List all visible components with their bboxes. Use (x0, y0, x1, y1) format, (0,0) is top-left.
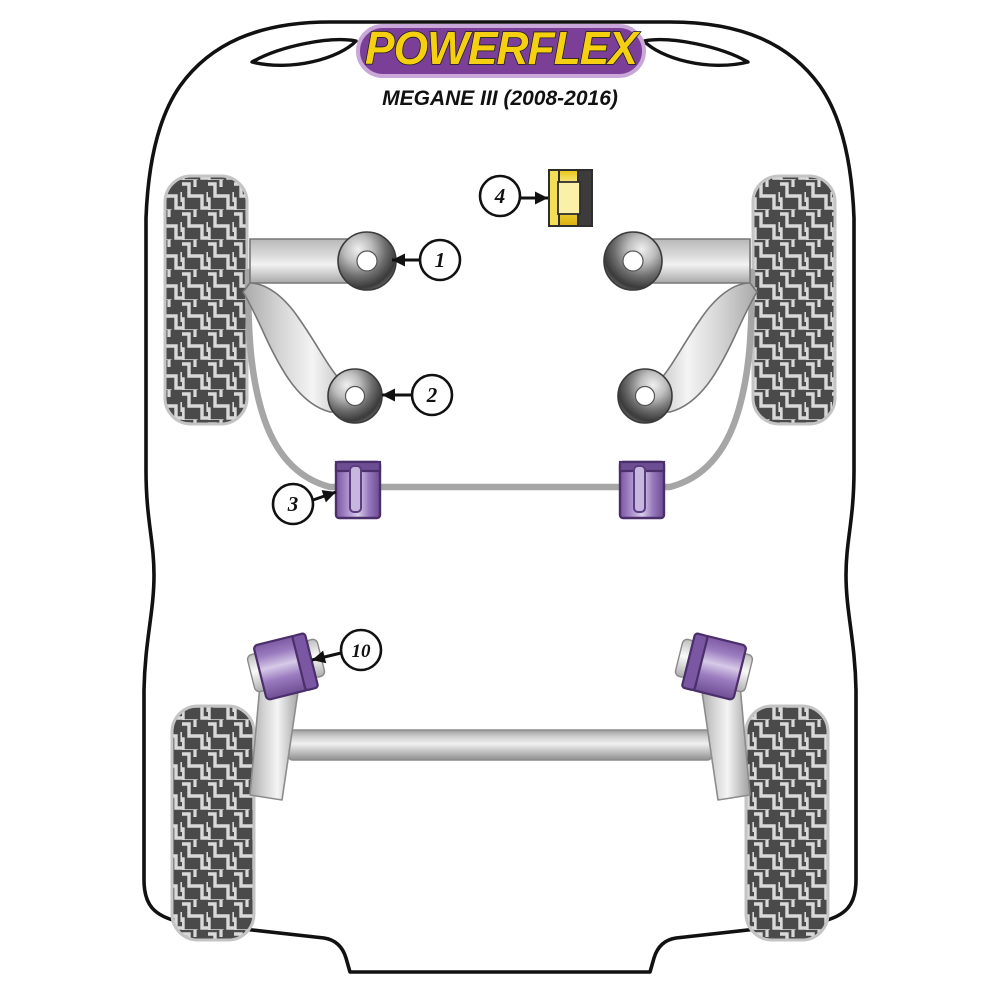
rear-beam-mounting-bush-left (246, 632, 326, 701)
callout-4[interactable]: 4 (478, 174, 548, 218)
callout-circle[interactable] (418, 238, 462, 282)
callout-number-2: 2 (426, 383, 438, 407)
rear-torsion-beam-axle (287, 729, 713, 761)
callout-circle[interactable] (410, 373, 454, 417)
tire-rear-left (170, 704, 256, 942)
front-anti-roll-bar-bush-left (334, 460, 382, 520)
callout-circle[interactable] (271, 482, 315, 526)
callout-3[interactable]: 3 (271, 482, 337, 526)
callout-number-1: 1 (435, 248, 446, 272)
mirror-left-icon (250, 38, 358, 67)
callout-arrowhead-icon (392, 253, 405, 267)
front-engine-mount-bush (548, 169, 593, 227)
front-right-wishbone (603, 231, 758, 424)
callout-circle[interactable] (339, 628, 383, 672)
tire-front-left (163, 174, 249, 426)
powerflex-logo: POWERFLEX (356, 21, 646, 78)
callout-arrowhead-icon (312, 650, 327, 664)
callout-2[interactable]: 2 (382, 373, 454, 417)
callout-circle[interactable] (478, 174, 522, 218)
callout-10[interactable]: 10 (311, 628, 383, 672)
front-anti-roll-bar (244, 268, 756, 491)
callout-number-4: 4 (494, 184, 506, 208)
front-left-wishbone (242, 231, 397, 424)
callout-arrowhead-icon (535, 191, 548, 205)
tire-front-right (751, 174, 837, 426)
callout-layer: 1 2 3 4 10 (271, 174, 548, 672)
callout-arrowhead-icon (321, 490, 336, 503)
callout-number-3: 3 (287, 492, 299, 516)
front-anti-roll-bar-bush-right (618, 460, 666, 520)
rear-beam-mounting-bush-right (674, 632, 754, 701)
tire-rear-right (744, 704, 830, 942)
logo-plate (356, 24, 646, 78)
callout-arrowhead-icon (382, 388, 395, 402)
callout-1[interactable]: 1 (392, 238, 462, 282)
page-title: MEGANE III (2008-2016) (382, 87, 618, 110)
callout-number-10: 10 (352, 641, 372, 662)
logo-wordmark: POWERFLEX (365, 22, 640, 74)
